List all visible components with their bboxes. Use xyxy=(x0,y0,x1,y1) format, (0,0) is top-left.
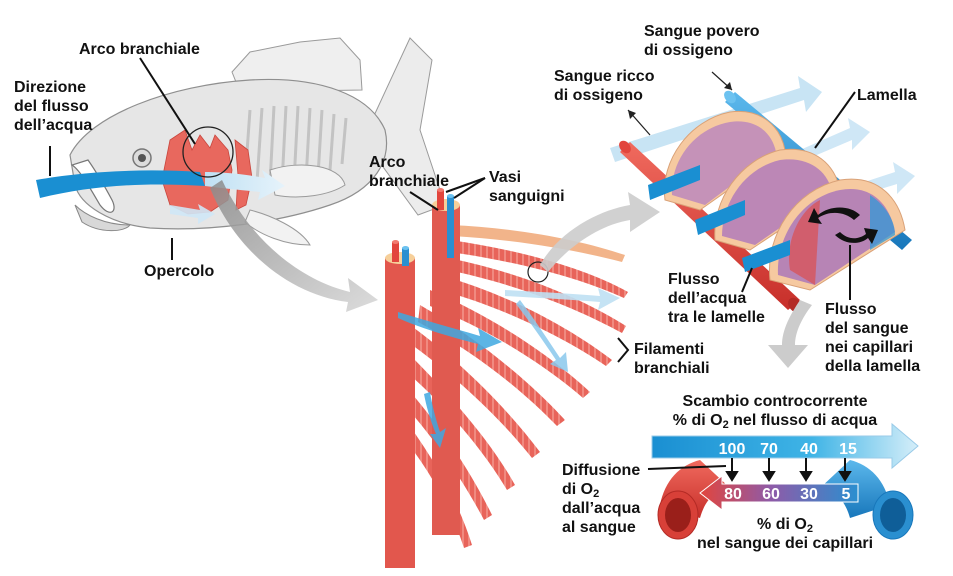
water-o2-value: 15 xyxy=(839,441,857,458)
label-line: del flusso xyxy=(14,98,89,115)
label-line: Arco xyxy=(369,154,406,171)
label-line: tra le lamelle xyxy=(668,309,765,326)
label-line: di ossigeno xyxy=(644,42,733,59)
label-line: branchiale xyxy=(369,173,450,190)
leader-arco-mid xyxy=(409,191,439,211)
label-line: Flusso xyxy=(668,271,720,288)
water-between-lamellae-3 xyxy=(742,240,790,272)
water-flow-out-gills xyxy=(205,170,285,200)
gill-arch-illustration xyxy=(385,177,630,568)
blood-o2-value: 60 xyxy=(762,486,780,503)
diffusion-arrows xyxy=(725,458,852,482)
gill-arch-back xyxy=(432,205,460,535)
leader-lamella xyxy=(814,91,856,149)
label-line: sanguigni xyxy=(489,188,565,205)
water-o2-value: 70 xyxy=(760,441,778,458)
zoom-arrow-fish-to-gill xyxy=(210,180,378,312)
label-diffusione: Diffusione di O2 dall’acqua al sangue xyxy=(562,461,640,537)
zoom-arrow-lamella-to-exchange xyxy=(768,300,812,368)
label-line: dell’acqua xyxy=(668,290,747,307)
blood-o2-value: 80 xyxy=(724,486,742,503)
label-line: Diffusione xyxy=(562,462,641,479)
label-line: della lamella xyxy=(825,358,921,375)
label-line: dell’acqua xyxy=(14,117,93,134)
label-arco-branchiale-mid: Arco branchiale xyxy=(369,153,449,191)
blood-flow-arrow xyxy=(808,207,860,224)
leader-flusso-acqua xyxy=(741,267,753,293)
label-line: branchiali xyxy=(634,360,710,377)
label-line: dall’acqua xyxy=(562,500,641,517)
leader-vasi-2 xyxy=(453,177,486,199)
countercurrent-title: Scambio controcorrente xyxy=(682,393,868,410)
label-flusso-sangue: Flusso del sangue nei capillari della la… xyxy=(825,300,920,376)
label-line: di O2 xyxy=(562,480,640,500)
leader-vasi-1 xyxy=(445,177,486,193)
countercurrent-title-block: Scambio controcorrente % di O2 nel fluss… xyxy=(640,392,910,431)
fish-illustration xyxy=(36,37,446,260)
caption-text: nel flusso di acqua xyxy=(728,412,878,429)
label-line: Sangue ricco xyxy=(554,68,655,85)
label-sangue-povero: Sangue povero di ossigeno xyxy=(644,22,760,60)
fish-tail xyxy=(371,37,446,216)
leader-arco-fish xyxy=(139,57,196,145)
water-flow-arrow-bar xyxy=(651,422,919,470)
countercurrent-diagram: 100 70 40 15 80 60 30 5 xyxy=(647,422,919,540)
label-filamenti-branchiali: Filamenti branchiali xyxy=(634,340,710,378)
water-o2-caption: % di O2 nel flusso di acqua xyxy=(640,411,910,431)
lamella-disc-1 xyxy=(663,110,786,211)
label-opercolo: Opercolo xyxy=(144,263,215,280)
label-line: Flusso xyxy=(825,301,877,318)
label-line: nel sangue dei capillari xyxy=(696,535,874,552)
caption-subscript: 2 xyxy=(722,419,729,431)
water-between-lamellae-1 xyxy=(648,165,700,200)
label-text: di O xyxy=(562,481,594,498)
zoom-arrow-gill-to-lamella xyxy=(540,192,660,272)
fish-jaw xyxy=(74,204,131,232)
lamella-illustration xyxy=(610,71,915,313)
caption-text: % di O xyxy=(672,412,723,429)
water-o2-value: 40 xyxy=(800,441,818,458)
fish-pelvic-fin xyxy=(244,209,311,246)
water-flow-into-mouth xyxy=(36,170,205,198)
label-arco-branchiale-fish: Arco branchiale xyxy=(79,41,200,58)
filamenti-bracket xyxy=(617,337,630,363)
blood-o2-caption: % di O2 nel sangue dei capillari xyxy=(680,515,890,553)
label-line: del sangue xyxy=(825,320,909,337)
label-line: al sangue xyxy=(562,519,636,536)
water-o2-value: 100 xyxy=(719,441,746,458)
label-line: Filamenti xyxy=(634,341,705,358)
gill-arch-front xyxy=(385,258,415,568)
label-line: nei capillari xyxy=(825,339,914,356)
blood-flow-arrow-bar xyxy=(699,474,859,512)
label-vasi-sanguigni: Vasi sanguigni xyxy=(489,168,565,206)
label-line: Sangue povero xyxy=(644,23,760,40)
label-line: Direzione xyxy=(14,79,87,96)
water-between-lamellae-2 xyxy=(695,200,745,235)
caption-subscript: 2 xyxy=(806,523,813,535)
label-line: di ossigeno xyxy=(554,87,643,104)
gill-arch-highlight-circle xyxy=(182,126,234,178)
label-line: Vasi xyxy=(489,169,522,186)
label-sangue-ricco: Sangue ricco di ossigeno xyxy=(554,67,654,105)
lamella-disc-3 xyxy=(768,178,906,291)
leader-diffusione xyxy=(647,465,727,470)
label-subscript: 2 xyxy=(593,488,600,500)
blood-o2-value: 30 xyxy=(800,486,818,503)
fish-pectoral-fin xyxy=(269,164,346,198)
label-flusso-acqua-lamelle: Flusso dell’acqua tra le lamelle xyxy=(668,270,765,327)
blood-o2-value: 5 xyxy=(842,486,851,503)
label-direzione-flusso: Direzione del flusso dell’acqua xyxy=(14,78,92,135)
label-line: % di O2 xyxy=(680,515,890,535)
caption-text: % di O xyxy=(757,516,807,533)
label-lamella: Lamella xyxy=(857,87,917,104)
lamella-disc-2 xyxy=(714,148,841,251)
